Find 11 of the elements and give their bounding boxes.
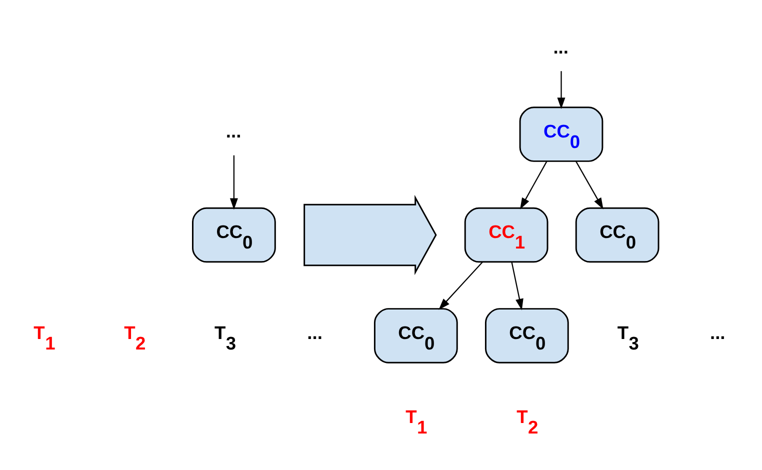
node-arrow (304, 194, 437, 276)
arrow (520, 161, 548, 210)
arrow (438, 262, 483, 310)
label: ... (710, 322, 726, 343)
label: ... (307, 322, 322, 343)
arrow (575, 161, 604, 210)
node-text: ... (553, 36, 568, 58)
node-text: ... (226, 120, 242, 142)
arrow (230, 155, 238, 210)
arrow (557, 71, 566, 110)
arrow (511, 262, 524, 310)
